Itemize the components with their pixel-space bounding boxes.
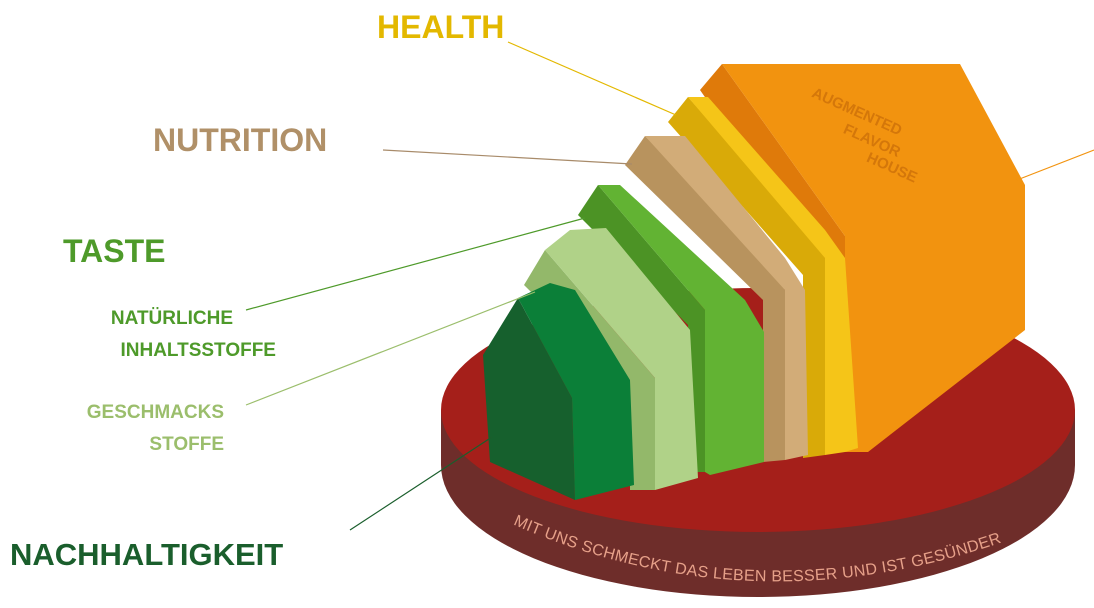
- label-natuerliche-line2: INHALTSSTOFFE: [120, 340, 276, 361]
- label-taste: TASTE: [63, 233, 166, 269]
- label-geschmacks-line2: STOFFE: [149, 434, 224, 455]
- leader-geschmacks: [245, 291, 536, 406]
- labels: HEALTH NUTRITION TASTE NATÜRLICHE INHALT…: [10, 9, 504, 572]
- light-green-house-face: [545, 228, 698, 490]
- tan-house-face: [645, 136, 808, 460]
- orange-house-face: [722, 64, 1025, 452]
- leader-lines: [245, 41, 1094, 531]
- green-house-face: [598, 185, 764, 475]
- dark-green-house-side: [483, 298, 575, 500]
- leader-taste: [245, 217, 586, 311]
- tan-house: [625, 136, 808, 462]
- leader-nutrition: [382, 149, 633, 165]
- leader-nachhaltigkeit: [349, 436, 493, 531]
- leader-right: [1016, 149, 1094, 181]
- leader-health: [507, 41, 677, 116]
- label-natuerliche-line1: NATÜRLICHE: [111, 308, 233, 329]
- label-health: HEALTH: [377, 9, 504, 45]
- label-nachhaltigkeit: NACHHALTIGKEIT: [10, 537, 283, 572]
- label-nutrition: NUTRITION: [153, 122, 327, 158]
- yellow-house: [668, 97, 858, 458]
- dark-green-house-face: [518, 283, 634, 500]
- yellow-house-face: [688, 97, 858, 455]
- yellow-house-side: [668, 97, 825, 458]
- dark-green-house: [483, 283, 634, 500]
- label-geschmacks-line1: GESCHMACKS: [87, 402, 224, 423]
